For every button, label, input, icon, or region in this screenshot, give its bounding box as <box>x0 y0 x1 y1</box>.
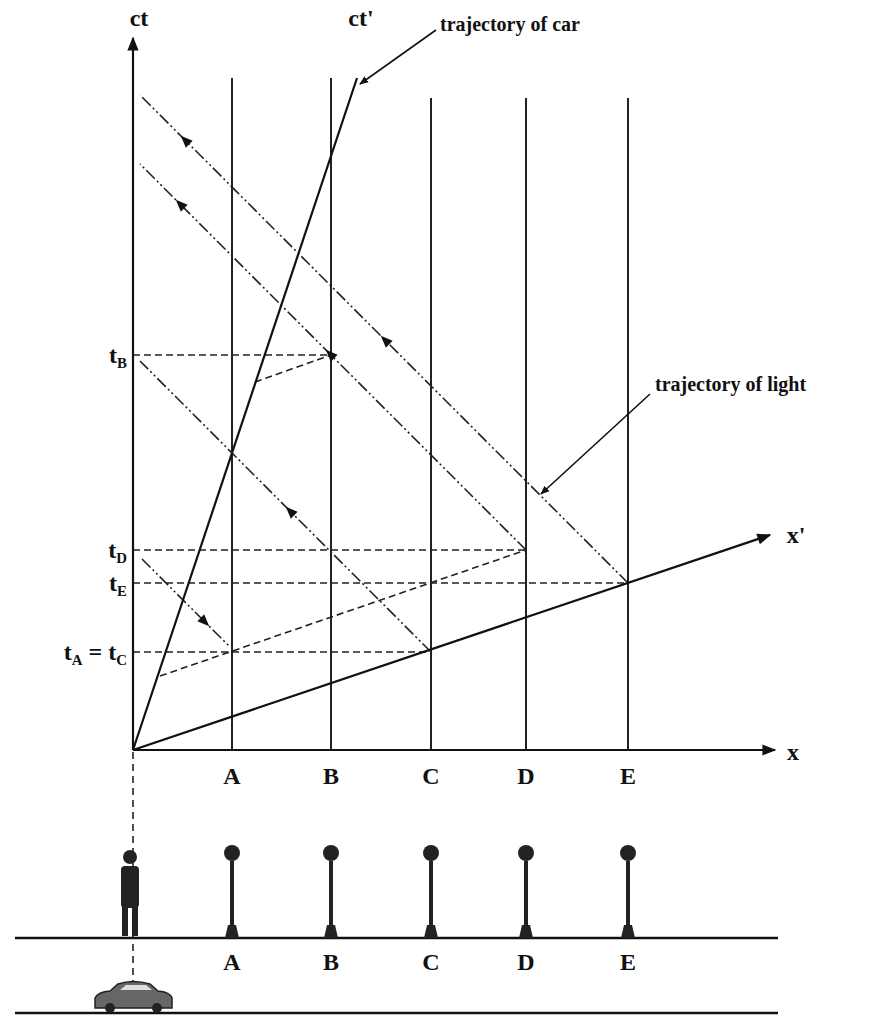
symbol: t <box>109 342 117 368</box>
car-figure <box>95 982 172 1014</box>
lamp-posts-part <box>323 845 339 861</box>
symbol: A <box>223 763 240 789</box>
light-rays-part <box>142 559 229 646</box>
lamp-label: C <box>422 763 439 789</box>
symbol: x <box>787 739 799 765</box>
lamp-label: E <box>620 763 636 789</box>
observer-figure <box>121 850 139 936</box>
lamp-posts-part <box>621 925 635 938</box>
subscript: E <box>117 583 127 599</box>
lamp-posts-part <box>424 925 438 938</box>
simultaneity-lines-part <box>133 651 431 653</box>
car-figure-part <box>152 1003 162 1013</box>
observer-figure-part <box>123 850 137 864</box>
lamp-posts-part <box>224 845 240 861</box>
simultaneity-lines-part <box>160 550 526 676</box>
axis-label: ct <box>130 5 149 31</box>
callout-arrows <box>360 30 650 494</box>
symbol: C <box>422 763 439 789</box>
lamp-label: E <box>620 949 636 975</box>
street-scene <box>15 752 778 1013</box>
callout-arrows-part <box>541 394 650 494</box>
symbol: trajectory of car <box>440 13 580 35</box>
simultaneity-lines-part <box>133 354 331 356</box>
simultaneity-lines-part <box>133 549 526 551</box>
axes-part <box>133 78 357 750</box>
street-scene-part <box>15 937 778 940</box>
symbol: A <box>223 949 240 975</box>
worldlines-of-lamps-part <box>525 98 527 750</box>
axes-part <box>133 749 775 751</box>
symbol: B <box>323 763 339 789</box>
axis-label: x <box>787 739 799 765</box>
lamp-posts-part <box>429 861 433 927</box>
observer-figure-part <box>122 906 128 936</box>
lamp-label: B <box>323 949 339 975</box>
lamp-posts-part <box>225 925 239 938</box>
lamp-label: A <box>223 949 240 975</box>
callout-arrows-part <box>360 30 436 84</box>
car-figure-part <box>95 982 172 1009</box>
axis-label: ct' <box>348 5 373 31</box>
subscript: D <box>116 550 127 566</box>
symbol: = t <box>83 639 117 665</box>
symbol: ct' <box>348 5 373 31</box>
light-rays <box>140 95 628 652</box>
lamp-label: D <box>517 949 534 975</box>
symbol: x' <box>787 522 806 548</box>
time-label: tE <box>109 570 127 596</box>
car-figure-part <box>105 1003 115 1013</box>
axis-label: x' <box>787 522 806 548</box>
symbol: B <box>323 949 339 975</box>
symbol: t <box>109 570 117 596</box>
simultaneity-lines <box>133 355 628 676</box>
subscript: A <box>72 652 83 668</box>
symbol: ct <box>130 5 149 31</box>
callout-text: trajectory of car <box>440 13 580 35</box>
symbol: E <box>620 763 636 789</box>
lamp-label: D <box>517 763 534 789</box>
lamp-posts-part <box>524 861 528 927</box>
lamp-posts-part <box>620 845 636 861</box>
lamp-posts-part <box>519 925 533 938</box>
lamp-posts-part <box>626 861 630 927</box>
simultaneity-lines-part <box>133 582 628 584</box>
time-label: tB <box>109 342 127 368</box>
lamp-label: B <box>323 763 339 789</box>
lamp-posts-part <box>518 845 534 861</box>
worldlines-of-lamps-part <box>627 98 629 750</box>
symbol: E <box>620 949 636 975</box>
symbol: t <box>64 639 72 665</box>
light-rays-part <box>140 164 526 550</box>
car-figure-part <box>120 985 152 990</box>
worldlines-of-lamps-part <box>330 78 332 750</box>
observer-figure-part <box>132 906 138 936</box>
light-rays-part <box>140 361 431 652</box>
symbol: D <box>517 763 534 789</box>
observer-figure-part <box>121 866 139 908</box>
lamp-label: A <box>223 763 240 789</box>
time-label: tA = tC <box>64 639 127 665</box>
symbol: t <box>108 537 116 563</box>
axes-part <box>133 535 770 750</box>
time-label: tD <box>108 537 127 563</box>
lamp-posts-part <box>230 861 234 927</box>
subscript: C <box>116 652 127 668</box>
axes-part <box>132 38 134 750</box>
lamp-posts-part <box>423 845 439 861</box>
worldlines-of-lamps-part <box>231 78 233 750</box>
lamp-posts <box>224 845 636 938</box>
callout-text: trajectory of light <box>655 373 806 395</box>
symbol: D <box>517 949 534 975</box>
subscript: B <box>117 355 127 371</box>
symbol: trajectory of light <box>655 373 806 395</box>
symbol: C <box>422 949 439 975</box>
lamp-label: C <box>422 949 439 975</box>
lamp-posts-part <box>324 925 338 938</box>
street-scene-part <box>15 1012 778 1015</box>
simultaneity-lines-part <box>255 355 331 382</box>
lamp-posts-part <box>329 861 333 927</box>
